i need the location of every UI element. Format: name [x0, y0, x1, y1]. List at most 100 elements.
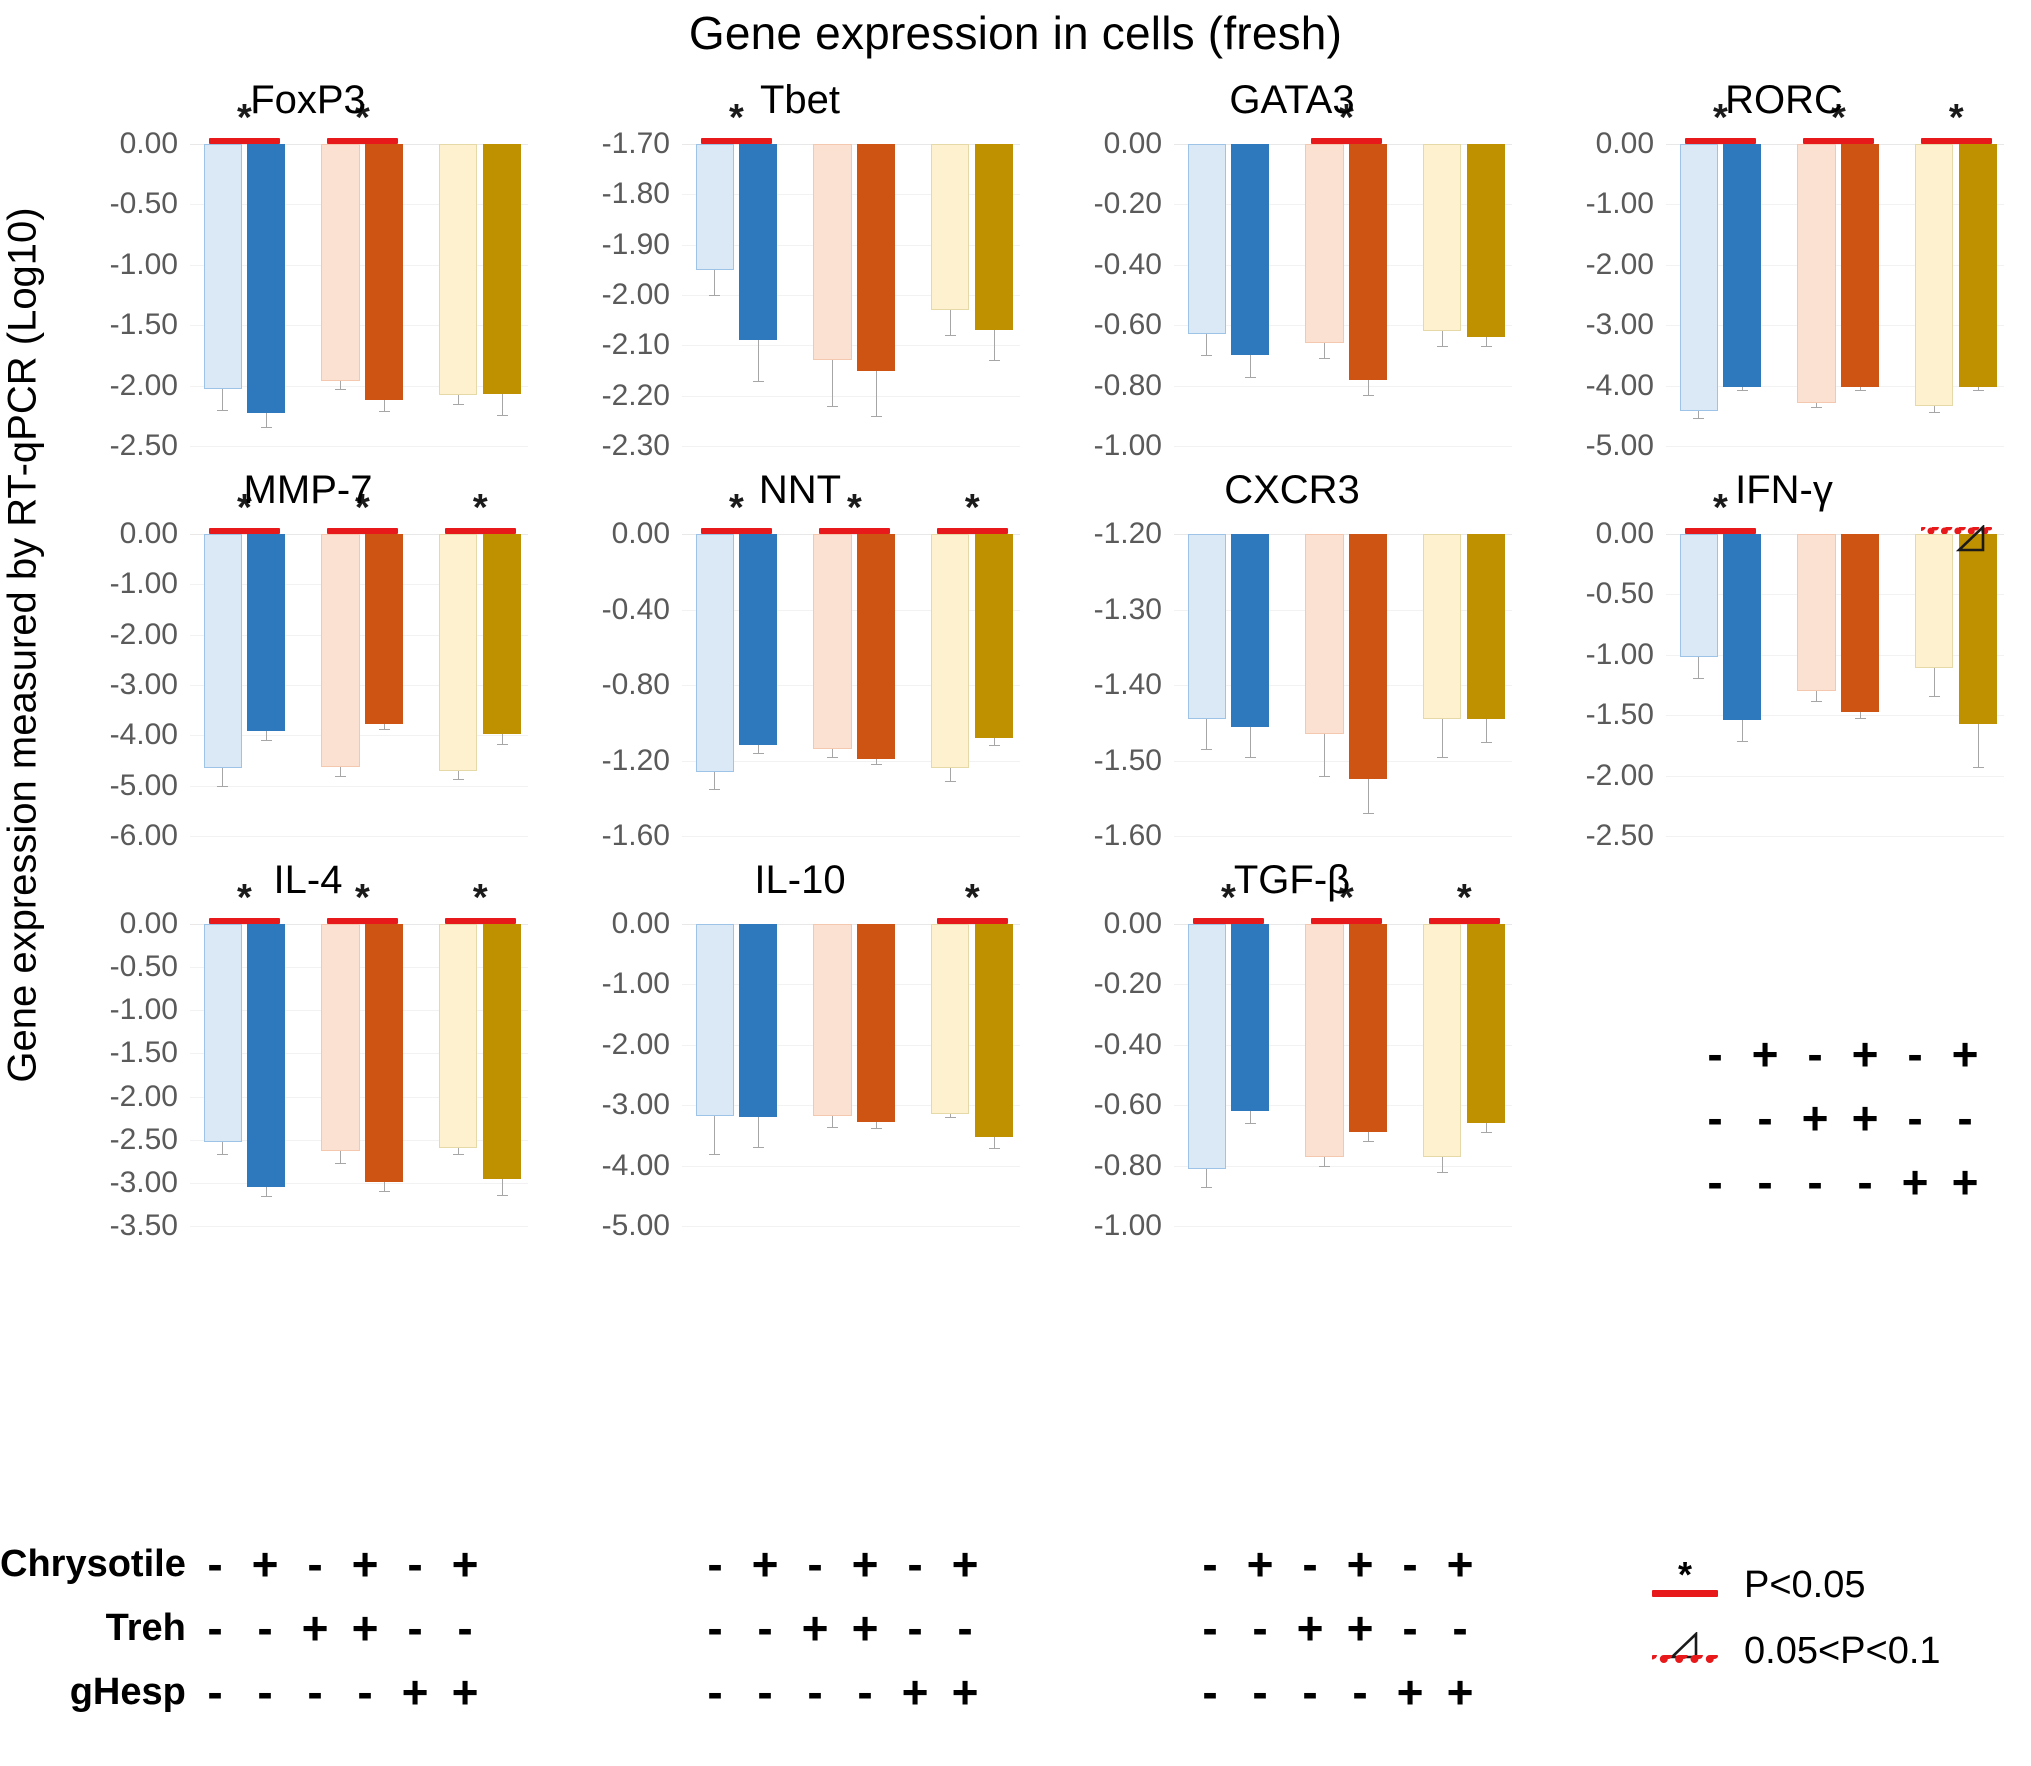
condition-plus: + [801, 1602, 829, 1654]
bar [931, 924, 970, 1226]
condition-minus: - [857, 1666, 873, 1718]
condition-minus: - [1757, 1156, 1773, 1208]
asterisk-icon: * [1713, 487, 1728, 529]
condition-plus: + [1901, 1156, 1929, 1208]
condition-minus: - [307, 1538, 323, 1590]
panel-title: IL-4 [273, 858, 343, 902]
bars-layer: *** [190, 879, 528, 1226]
error-bar [457, 1148, 459, 1154]
gridline [190, 1182, 528, 1184]
bar [1915, 534, 1954, 836]
y-tick-label: -0.60 [1093, 308, 1162, 342]
error-bar [1441, 718, 1443, 757]
error-bar-cap [334, 389, 346, 391]
condition-row-label: gHesp [69, 1670, 186, 1713]
bar-rect [1841, 144, 1880, 388]
condition-minus: - [1402, 1602, 1418, 1654]
error-bar [339, 380, 341, 390]
bar [1187, 144, 1226, 446]
y-tick-label: -2.00 [109, 617, 178, 651]
error-bar-cap [496, 1194, 508, 1196]
bar-rect [1349, 924, 1388, 1133]
significance-marker-trend [1920, 490, 1993, 552]
condition-minus: - [1707, 1092, 1723, 1144]
y-tick-label: -1.70 [601, 127, 670, 160]
error-bar-cap [870, 415, 882, 417]
bar-rect [695, 534, 734, 772]
error-bar [1323, 734, 1325, 776]
condition-minus: - [1402, 1538, 1418, 1590]
bar-rect [365, 144, 404, 401]
condition-minus: - [257, 1602, 273, 1654]
bar-rect [203, 924, 242, 1143]
bar-rect [813, 924, 852, 1117]
gridline [1666, 715, 2004, 717]
asterisk-icon: * [964, 487, 980, 529]
bar-rect [1231, 534, 1270, 727]
y-tick-label: -0.60 [1093, 1088, 1162, 1122]
condition-matrix: -+-+-+--++------++ [1185, 1532, 1485, 1724]
condition-minus: - [1252, 1666, 1268, 1718]
error-bar-cap [378, 1191, 390, 1193]
gridline [190, 446, 528, 447]
condition-minus: - [307, 1666, 323, 1718]
bar [813, 534, 852, 836]
error-bar-cap [1480, 1132, 1492, 1134]
panel-title: RORC [1725, 78, 1843, 122]
error-bar [875, 758, 877, 765]
bar-rect [1305, 534, 1344, 735]
gridline [1666, 446, 2004, 447]
gridline [190, 1226, 528, 1227]
error-bar [1367, 379, 1369, 395]
y-tick-label: -1.60 [601, 819, 670, 852]
bar [1305, 144, 1344, 446]
bars-layer [1174, 534, 1512, 836]
significance-line [208, 918, 281, 924]
y-tick-label: -2.30 [601, 429, 670, 462]
y-tick-label: -2.20 [601, 378, 670, 412]
error-bar [949, 768, 951, 782]
panel-title: IL-10 [754, 858, 846, 902]
y-tick-label: -0.40 [1093, 247, 1162, 281]
condition-minus: - [1302, 1538, 1318, 1590]
bar-rect [1723, 144, 1762, 387]
error-bar [501, 1179, 503, 1195]
bar-rect [1797, 534, 1836, 692]
bar-rect [203, 534, 242, 769]
y-tick-label: -1.00 [1585, 187, 1654, 221]
y-tick-label: -1.00 [601, 967, 670, 1001]
error-bar [222, 1142, 224, 1155]
asterisk-icon: * [729, 97, 744, 139]
error-bar [949, 1113, 951, 1118]
error-bar-cap [1736, 390, 1748, 392]
y-tick-label: -1.00 [1585, 637, 1654, 671]
bar [1797, 144, 1836, 446]
error-bar [457, 770, 459, 779]
bar [1915, 144, 1954, 446]
error-bar [457, 395, 459, 404]
bar [1841, 144, 1880, 446]
error-bar-cap [1972, 767, 1984, 769]
bar-rect [1187, 924, 1226, 1169]
significance-marker-star: * [326, 99, 399, 144]
condition-row: ----++ [190, 1660, 490, 1724]
bar [1231, 144, 1270, 446]
significance-marker-star: * [1684, 487, 1757, 534]
y-tick-label: 0.00 [611, 907, 670, 940]
bar-rect [439, 534, 478, 771]
bar-rect [1349, 144, 1388, 380]
error-bar-cap [988, 745, 1000, 747]
asterisk-icon: * [1338, 97, 1354, 139]
condition-minus: - [207, 1538, 223, 1590]
bar [1679, 534, 1718, 836]
y-axis: -1.20-1.30-1.40-1.50-1.60 [1046, 517, 1170, 852]
bar-rect [483, 144, 522, 395]
bar [695, 924, 734, 1226]
y-tick-label: -4.00 [1585, 368, 1654, 402]
error-bar [875, 370, 877, 416]
condition-minus: - [1302, 1666, 1318, 1718]
condition-minus: - [207, 1602, 223, 1654]
plot-area: *** [1174, 879, 1512, 1227]
